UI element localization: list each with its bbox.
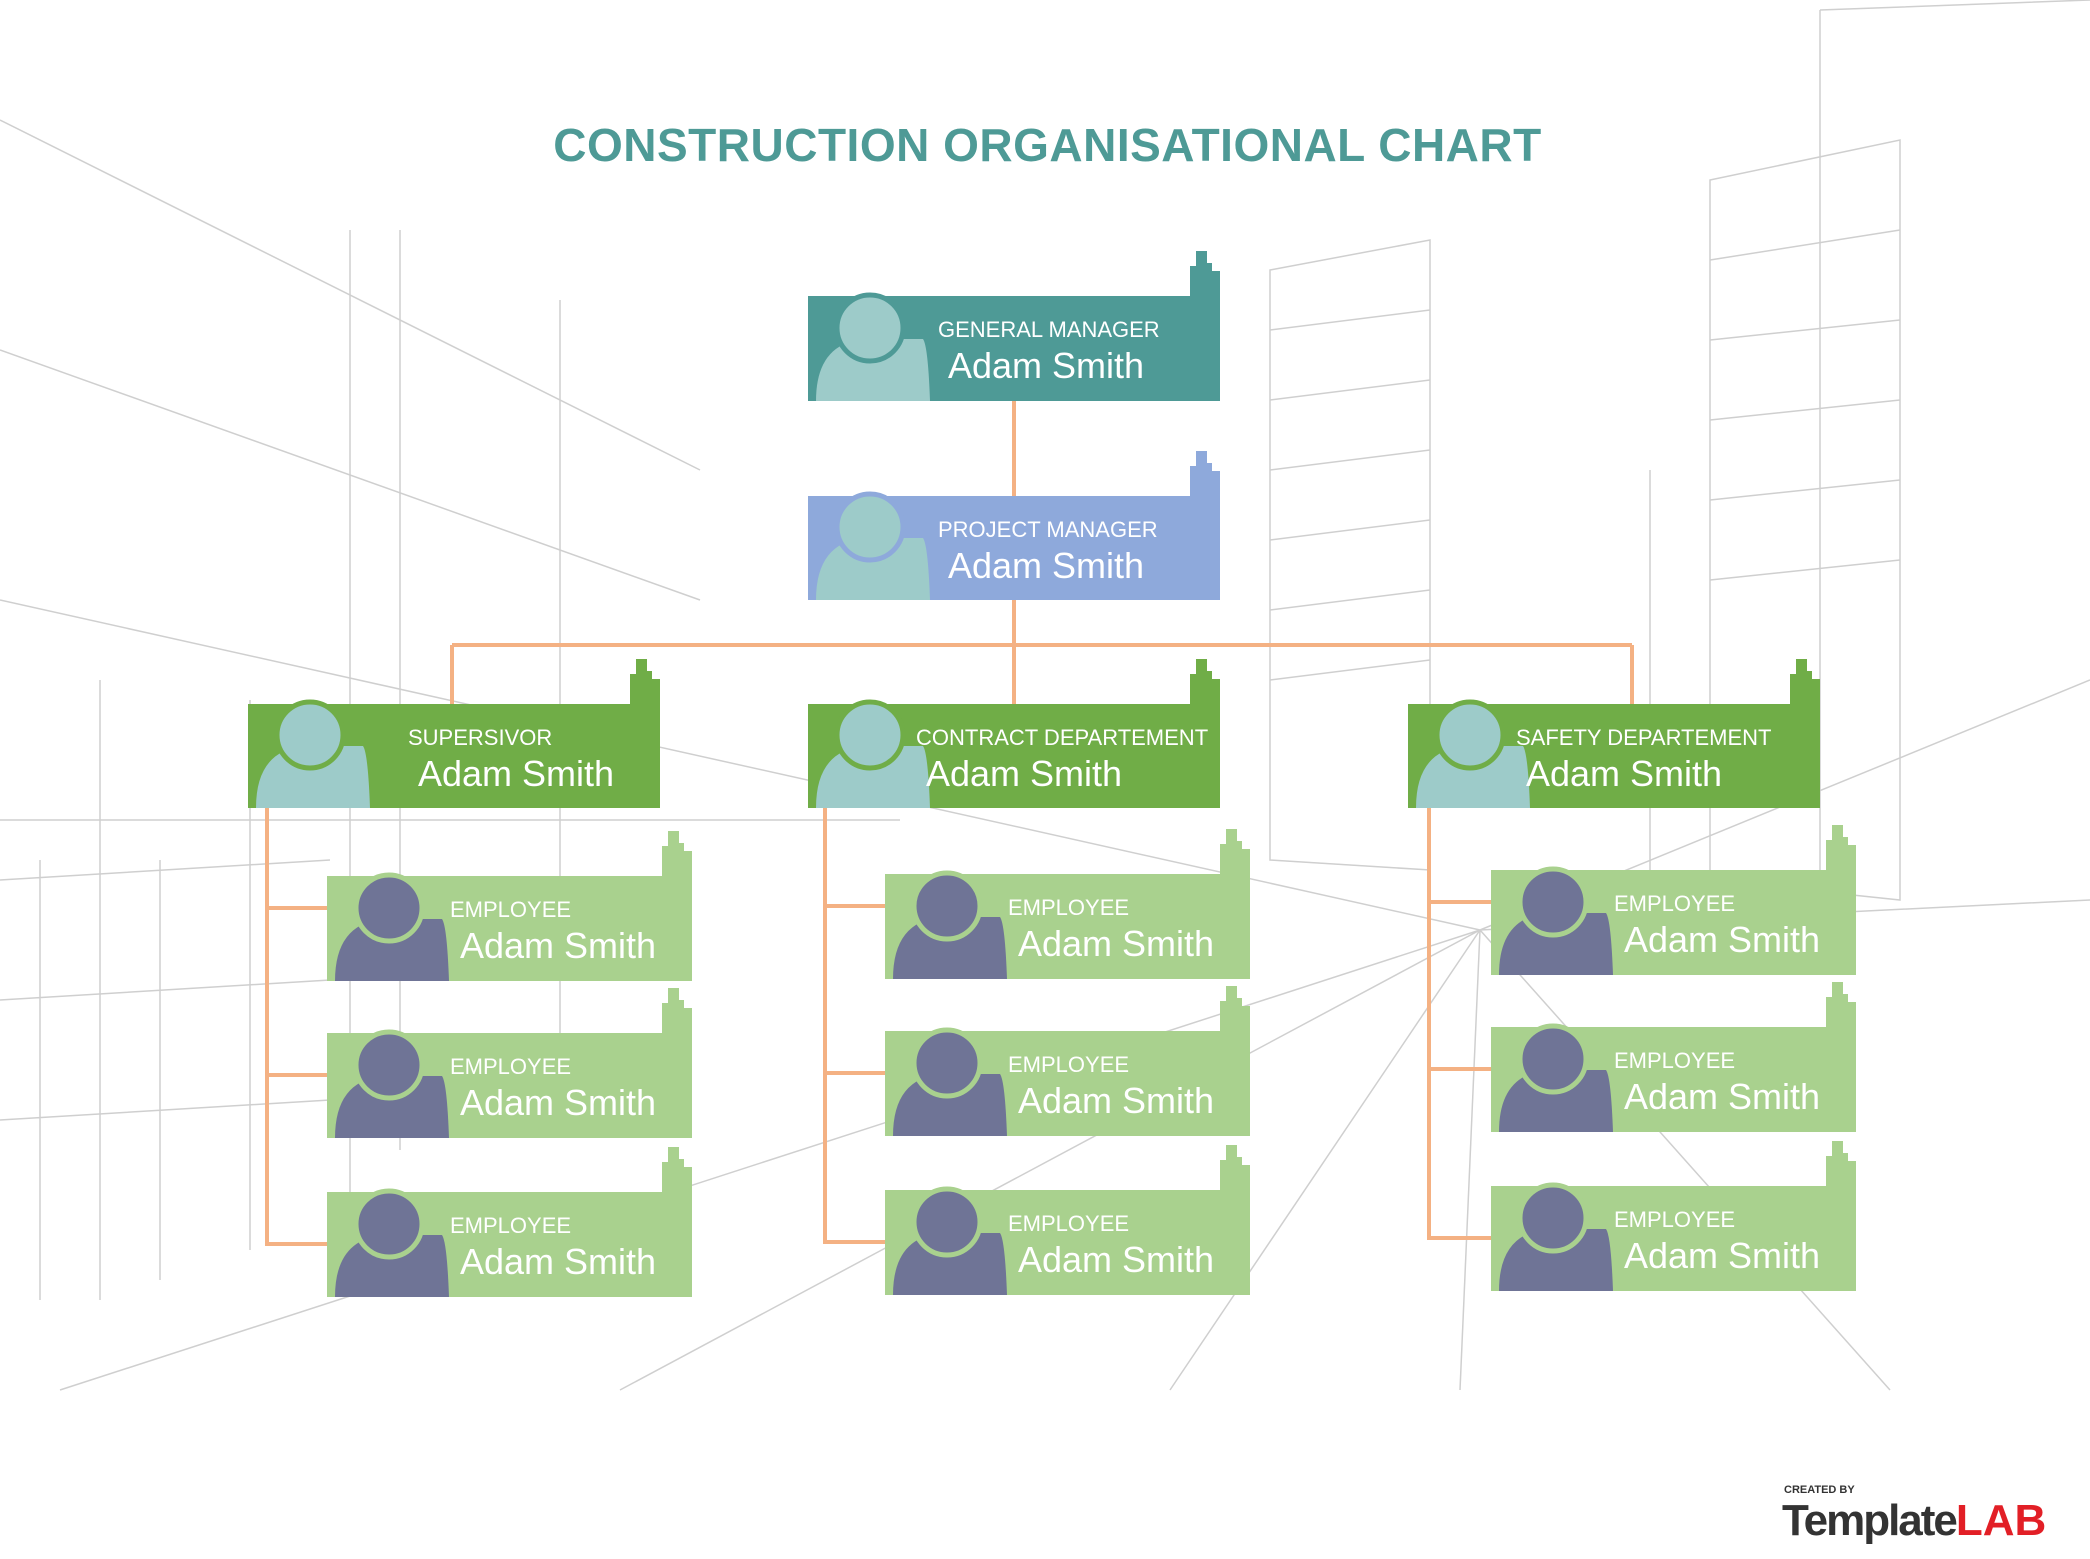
- building-tower-icon: [662, 831, 692, 876]
- person-avatar-icon: [1499, 1182, 1613, 1291]
- building-tower-icon: [1826, 982, 1856, 1027]
- card-name: Adam Smith: [948, 345, 1145, 387]
- card-role: CONTRACT DEPARTEMENT: [916, 724, 1209, 750]
- building-tower-icon: [1190, 251, 1220, 296]
- building-tower-icon: [1220, 829, 1250, 874]
- logo-lab: LAB: [1955, 1496, 2047, 1545]
- building-tower-icon: [1790, 659, 1820, 704]
- person-avatar-icon: [893, 1186, 1007, 1295]
- card-role: SAFETY DEPARTEMENT: [1516, 724, 1772, 750]
- person-avatar-icon: [256, 699, 370, 808]
- employee-card[interactable]: EMPLOYEE Adam Smith: [1491, 982, 1856, 1132]
- card-role: SUPERSIVOR: [408, 724, 553, 750]
- building-tower-icon: [1826, 825, 1856, 870]
- general-manager-card[interactable]: GENERAL MANAGER Adam Smith: [808, 251, 1220, 401]
- card-name: Adam Smith: [460, 1241, 657, 1283]
- card-name: Adam Smith: [1018, 1080, 1215, 1122]
- employee-card[interactable]: EMPLOYEE Adam Smith: [885, 1145, 1250, 1295]
- card-role: EMPLOYEE: [1614, 1048, 1736, 1073]
- building-tower-icon: [1220, 1145, 1250, 1190]
- card-name: Adam Smith: [1018, 1239, 1215, 1281]
- person-avatar-icon: [893, 1027, 1007, 1136]
- card-role: EMPLOYEE: [1008, 1211, 1130, 1236]
- person-avatar-icon: [893, 870, 1007, 979]
- card-role: PROJECT MANAGER: [938, 516, 1158, 542]
- person-avatar-icon: [1499, 866, 1613, 975]
- building-tower-icon: [662, 1147, 692, 1192]
- person-avatar-icon: [335, 1188, 449, 1297]
- person-avatar-icon: [1416, 699, 1530, 808]
- person-avatar-icon: [1499, 1023, 1613, 1132]
- department-card-1[interactable]: SUPERSIVOR Adam Smith: [248, 659, 660, 808]
- building-tower-icon: [1190, 451, 1220, 496]
- card-name: Adam Smith: [460, 1082, 657, 1124]
- card-role: EMPLOYEE: [450, 897, 572, 922]
- building-tower-icon: [630, 659, 660, 704]
- employee-card[interactable]: EMPLOYEE Adam Smith: [885, 829, 1250, 979]
- person-avatar-icon: [816, 699, 930, 808]
- card-role: EMPLOYEE: [450, 1213, 572, 1238]
- building-tower-icon: [662, 988, 692, 1033]
- person-avatar-icon: [816, 292, 930, 401]
- card-role: EMPLOYEE: [1008, 1052, 1130, 1077]
- employee-card[interactable]: EMPLOYEE Adam Smith: [327, 1147, 692, 1297]
- building-tower-icon: [1220, 986, 1250, 1031]
- department-card-3[interactable]: SAFETY DEPARTEMENT Adam Smith: [1408, 659, 1820, 808]
- chart-title: CONSTRUCTION ORGANISATIONAL CHART: [553, 119, 1542, 171]
- employee-card[interactable]: EMPLOYEE Adam Smith: [327, 988, 692, 1138]
- building-tower-icon: [1826, 1141, 1856, 1186]
- logo-created-by: CREATED BY: [1784, 1484, 1855, 1496]
- card-name: Adam Smith: [1624, 919, 1821, 961]
- card-name: Adam Smith: [1624, 1076, 1821, 1118]
- card-role: EMPLOYEE: [1008, 895, 1130, 920]
- card-role: EMPLOYEE: [450, 1054, 572, 1079]
- card-role: GENERAL MANAGER: [938, 317, 1160, 342]
- logo-template: Template: [1782, 1496, 1958, 1545]
- department-card-2[interactable]: CONTRACT DEPARTEMENT Adam Smith: [808, 659, 1220, 808]
- employee-card[interactable]: EMPLOYEE Adam Smith: [1491, 825, 1856, 975]
- person-avatar-icon: [816, 491, 930, 600]
- card-name: Adam Smith: [1526, 752, 1723, 794]
- employee-card[interactable]: EMPLOYEE Adam Smith: [1491, 1141, 1856, 1291]
- card-role: EMPLOYEE: [1614, 891, 1736, 916]
- card-name: Adam Smith: [1624, 1235, 1821, 1277]
- card-name: Adam Smith: [418, 752, 615, 794]
- templatelab-logo: CREATED BY TemplateLAB: [1782, 1484, 2046, 1546]
- project-manager-card[interactable]: PROJECT MANAGER Adam Smith: [808, 451, 1220, 600]
- person-avatar-icon: [335, 872, 449, 981]
- building-tower-icon: [1190, 659, 1220, 704]
- person-avatar-icon: [335, 1029, 449, 1138]
- card-name: Adam Smith: [926, 752, 1123, 794]
- card-name: Adam Smith: [948, 544, 1145, 586]
- card-name: Adam Smith: [460, 925, 657, 967]
- employee-card[interactable]: EMPLOYEE Adam Smith: [885, 986, 1250, 1136]
- employee-card[interactable]: EMPLOYEE Adam Smith: [327, 831, 692, 981]
- card-name: Adam Smith: [1018, 923, 1215, 965]
- card-role: EMPLOYEE: [1614, 1207, 1736, 1232]
